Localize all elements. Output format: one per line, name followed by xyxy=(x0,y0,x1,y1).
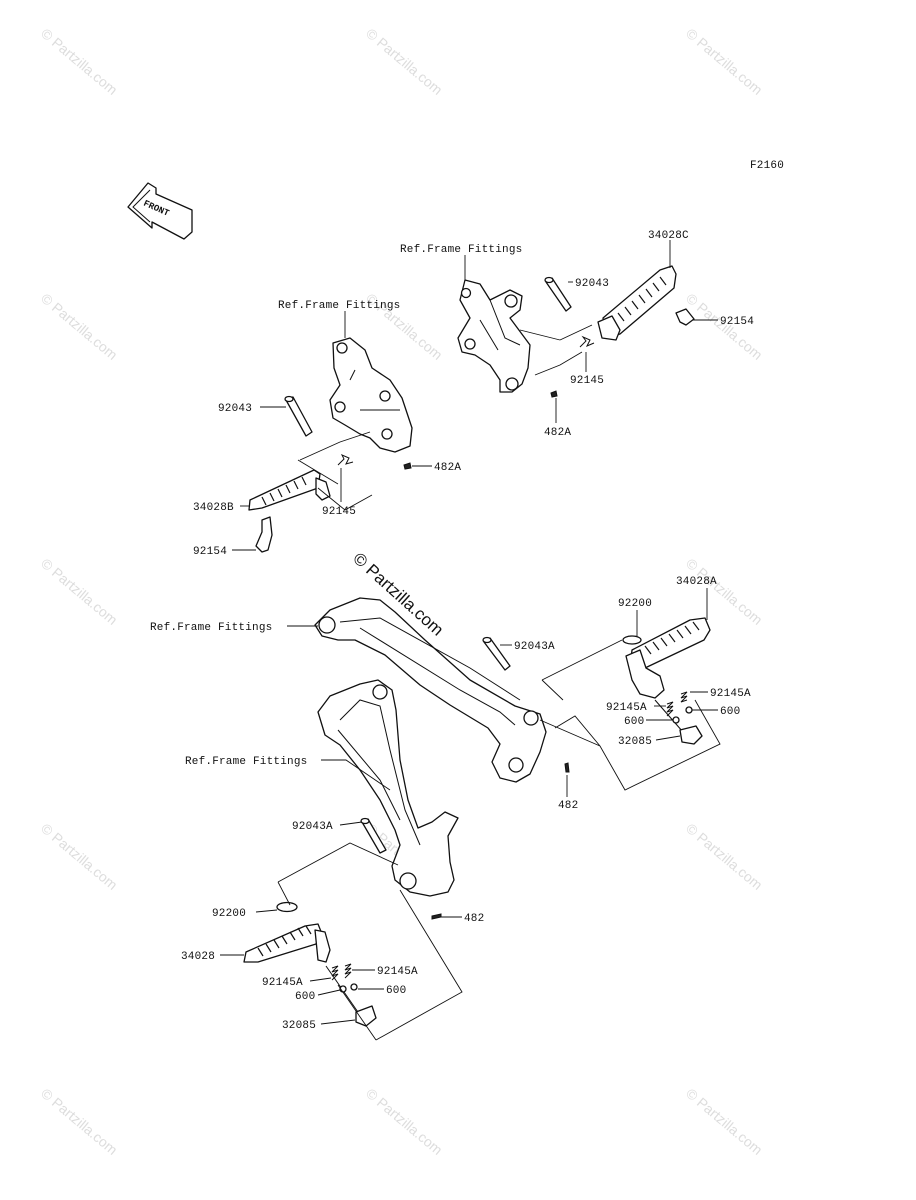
label-ref-frame-fittings-3: Ref.Frame Fittings xyxy=(150,622,272,634)
upper-right-frame-lines xyxy=(519,324,593,376)
label-92154-top: 92154 xyxy=(720,316,754,328)
label-482-left: 482 xyxy=(464,913,484,925)
washer-92200-left xyxy=(276,901,298,913)
bolt-92154-top xyxy=(675,308,695,326)
label-92145A-right-2: 92145A xyxy=(606,702,647,714)
label-482A-top: 482A xyxy=(544,427,571,439)
clip-482-left xyxy=(431,913,442,920)
label-600-right-1: 600 xyxy=(624,716,644,728)
upper-right-rear-step-bracket xyxy=(457,279,531,393)
watermark-11: © Partzilla.com xyxy=(683,820,766,893)
washer-92200-right xyxy=(622,635,642,645)
label-92145-left: 92145 xyxy=(322,506,356,518)
label-ref-frame-fittings-4: Ref.Frame Fittings xyxy=(185,756,307,768)
watermark-8: © Partzilla.com xyxy=(683,555,766,628)
balls-600-right xyxy=(672,706,693,724)
label-92145A-left-2: 92145A xyxy=(377,966,418,978)
main-left-frame-lines xyxy=(277,842,463,1041)
springs-92145A-left xyxy=(331,963,352,981)
label-92200-right: 92200 xyxy=(618,598,652,610)
label-92145A-left-1: 92145A xyxy=(262,977,303,989)
label-92043-left: 92043 xyxy=(218,403,252,415)
pin-92043-left xyxy=(284,395,313,437)
pin-92043A-right xyxy=(482,636,511,671)
label-34028B: 34028B xyxy=(193,502,234,514)
label-92145A-right-1: 92145A xyxy=(710,688,751,700)
bolt-92154-left xyxy=(255,516,273,553)
spring-92145-top xyxy=(579,335,595,348)
watermark-13: © Partzilla.com xyxy=(363,1085,446,1158)
label-600-left-1: 600 xyxy=(295,991,315,1003)
clip-482-right xyxy=(564,762,570,773)
label-600-left-2: 600 xyxy=(386,985,406,997)
watermark-12: © Partzilla.com xyxy=(38,1085,121,1158)
footpeg-34028A xyxy=(625,617,711,745)
label-92043A-left: 92043A xyxy=(292,821,333,833)
watermark-14: © Partzilla.com xyxy=(683,1085,766,1158)
label-482A-left: 482A xyxy=(434,462,461,474)
label-92200-left: 92200 xyxy=(212,908,246,920)
label-92043A-right: 92043A xyxy=(514,641,555,653)
watermark-9: © Partzilla.com xyxy=(38,820,121,893)
spring-92145-left xyxy=(337,454,354,466)
label-ref-frame-fittings-1: Ref.Frame Fittings xyxy=(400,244,522,256)
watermark-2: © Partzilla.com xyxy=(363,25,446,98)
upper-left-rear-step-bracket xyxy=(329,337,413,453)
watermark-3: © Partzilla.com xyxy=(683,25,766,98)
label-32085-left: 32085 xyxy=(282,1020,316,1032)
label-92154-left: 92154 xyxy=(193,546,227,558)
footpeg-34028C xyxy=(597,265,677,341)
upper-left-frame-lines xyxy=(297,431,373,511)
label-34028C: 34028C xyxy=(648,230,689,242)
label-34028A: 34028A xyxy=(676,576,717,588)
watermark-7: © Partzilla.com xyxy=(38,555,121,628)
leader-lines xyxy=(220,240,718,1025)
label-32085-right: 32085 xyxy=(618,736,652,748)
clip-482A-left xyxy=(403,462,412,470)
figure-code: F2160 xyxy=(750,160,784,172)
label-600-right-2: 600 xyxy=(720,706,740,718)
callout-labels: Ref.Frame Fittings 34028C 92043 92154 92… xyxy=(150,230,754,1032)
footpeg-34028B xyxy=(248,469,331,511)
front-arrow-icon: FRONT xyxy=(127,182,193,240)
footpeg-34028 xyxy=(243,923,377,1027)
pin-92043A-left xyxy=(360,817,387,854)
clip-482A-top xyxy=(550,390,558,398)
label-34028: 34028 xyxy=(181,951,215,963)
watermark-4: © Partzilla.com xyxy=(38,290,121,363)
watermark-1: © Partzilla.com xyxy=(38,25,121,98)
label-92145-top: 92145 xyxy=(570,375,604,387)
pin-92043-top xyxy=(544,276,572,312)
main-right-frame-lines xyxy=(539,639,721,791)
label-ref-frame-fittings-2: Ref.Frame Fittings xyxy=(278,300,400,312)
main-right-step-bracket xyxy=(314,597,547,783)
springs-92145A-right xyxy=(666,691,688,717)
label-482-right: 482 xyxy=(558,800,578,812)
label-92043-top: 92043 xyxy=(575,278,609,290)
main-left-step-bracket xyxy=(317,679,459,897)
